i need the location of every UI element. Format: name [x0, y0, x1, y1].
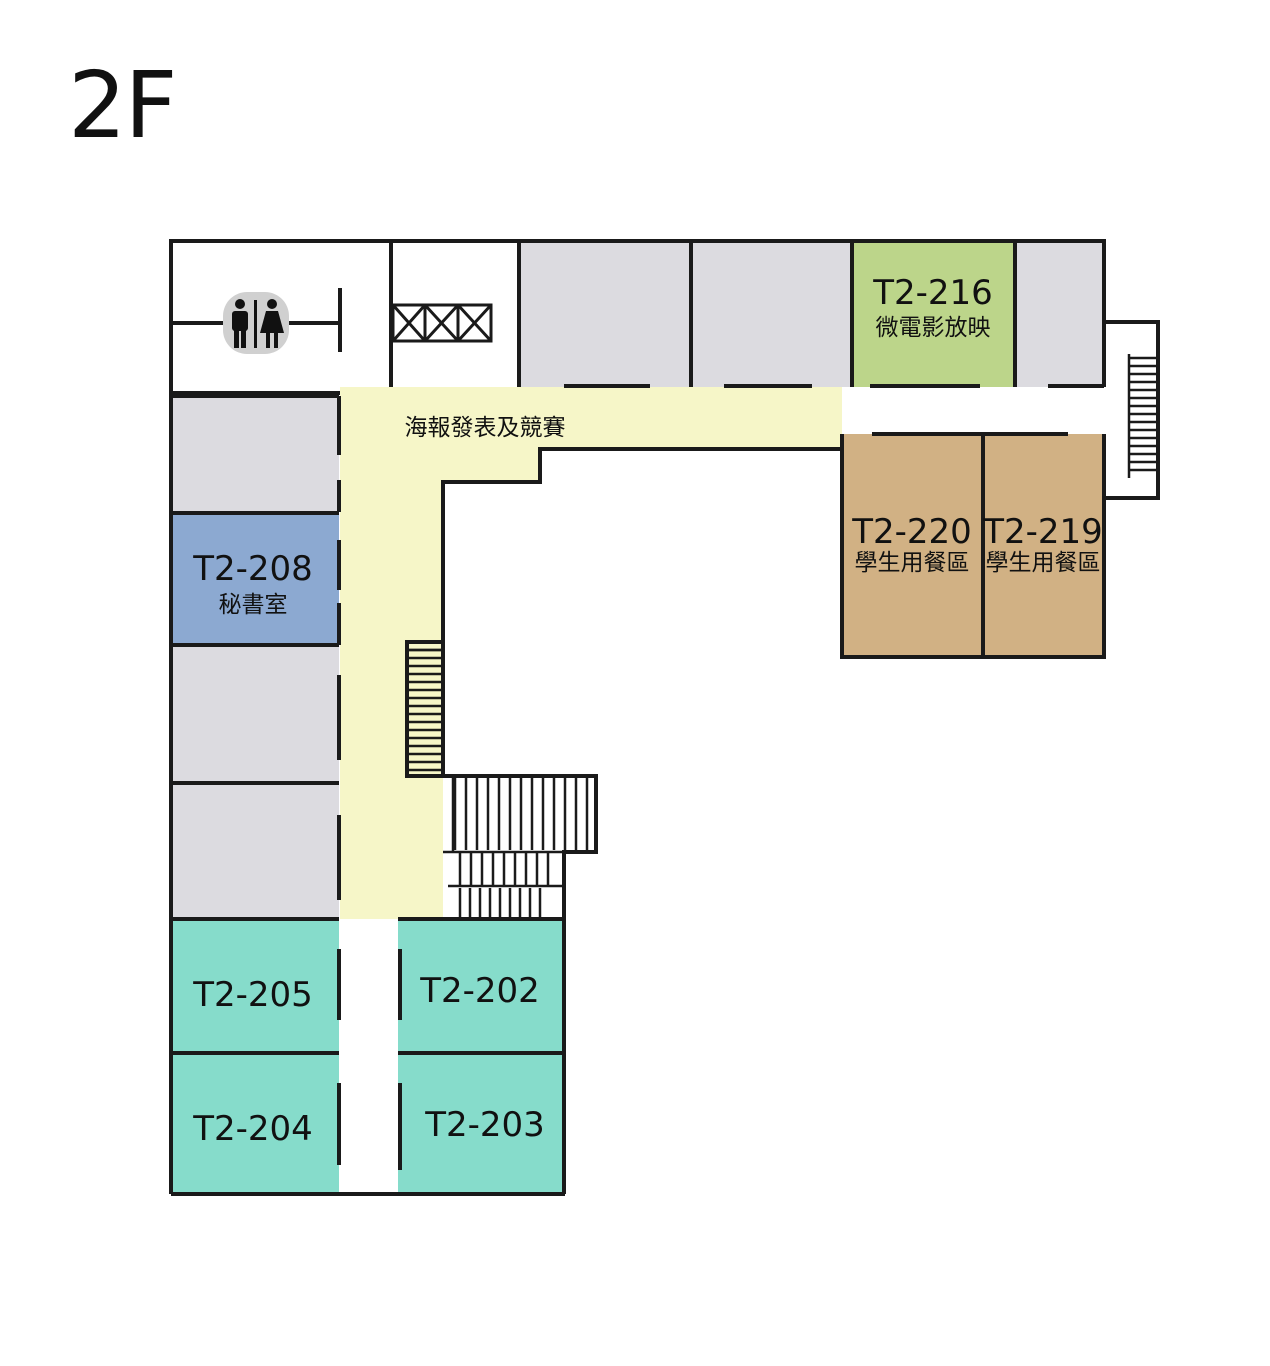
office-left-1 — [171, 396, 339, 513]
room-name-t2-208: 秘書室 — [219, 592, 288, 618]
elevator-icon — [391, 303, 493, 343]
room-name-t2-219: 學生用餐區 — [986, 550, 1101, 576]
room-code-t2-216: T2-216 — [872, 273, 993, 313]
office-top-2 — [691, 243, 852, 387]
room-t2-203-fill — [398, 1053, 564, 1194]
room-code-t2-208: T2-208 — [192, 549, 313, 589]
room-t2-205-fill — [171, 919, 339, 1053]
room-t2-208-fill — [171, 513, 339, 645]
room-t2-204-fill — [171, 1053, 339, 1194]
room-code-t2-204: T2-204 — [192, 1109, 313, 1149]
room-t2-202-fill — [398, 919, 564, 1053]
office-rooms — [171, 243, 1104, 919]
floor-label: 2F — [68, 52, 177, 159]
room-code-t2-202: T2-202 — [419, 971, 540, 1011]
office-top-1 — [519, 243, 691, 387]
office-top-3 — [1015, 243, 1104, 387]
restroom-icon — [223, 292, 289, 354]
room-t2-219-fill — [983, 434, 1104, 657]
room-code-t2-205: T2-205 — [192, 975, 313, 1015]
room-code-t2-219: T2-219 — [982, 512, 1103, 552]
office-left-3 — [171, 783, 339, 919]
walls — [169, 239, 1160, 1196]
room-name-t2-220: 學生用餐區 — [855, 550, 970, 576]
room-t2-216-fill — [852, 243, 1015, 387]
room-code-t2-220: T2-220 — [851, 512, 972, 552]
office-left-2 — [171, 645, 339, 783]
room-code-t2-203: T2-203 — [424, 1105, 545, 1145]
corridor-label: 海報發表及競賽 — [405, 415, 566, 441]
room-name-t2-216: 微電影放映 — [876, 315, 991, 341]
corridor — [340, 387, 842, 919]
room-t2-220-fill — [842, 434, 983, 657]
